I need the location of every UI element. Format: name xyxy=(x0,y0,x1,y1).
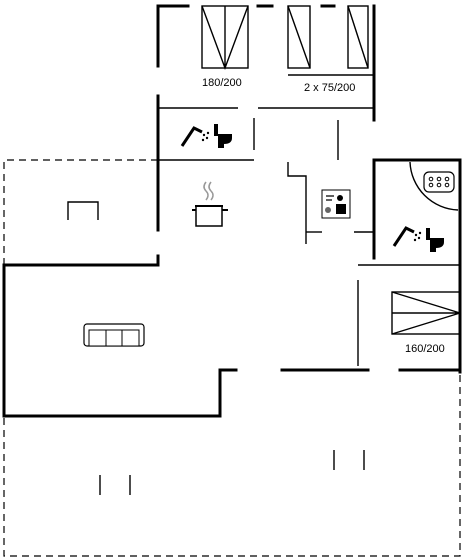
wardrobes xyxy=(201,5,369,71)
cooking-pot-icon xyxy=(192,181,228,227)
washing-machine-icon xyxy=(321,189,351,219)
whirlpool-icon xyxy=(423,171,455,193)
partitions xyxy=(99,74,460,495)
bedroom-3-bed-label: 160/200 xyxy=(405,343,445,355)
toilet-icon xyxy=(426,228,444,252)
toilet-icon xyxy=(214,124,232,148)
sofa-icon xyxy=(83,323,145,347)
walls xyxy=(2,4,462,418)
bedroom-2-bed-label: 2 x 75/200 xyxy=(304,82,355,94)
terrace-outline xyxy=(3,159,461,557)
shower-icon xyxy=(392,226,422,247)
door-swing xyxy=(409,161,459,211)
bed xyxy=(391,291,461,335)
outdoor-seat-icon xyxy=(67,201,99,220)
shower-icon xyxy=(180,126,210,147)
bedroom-1-bed-label: 180/200 xyxy=(202,77,242,89)
